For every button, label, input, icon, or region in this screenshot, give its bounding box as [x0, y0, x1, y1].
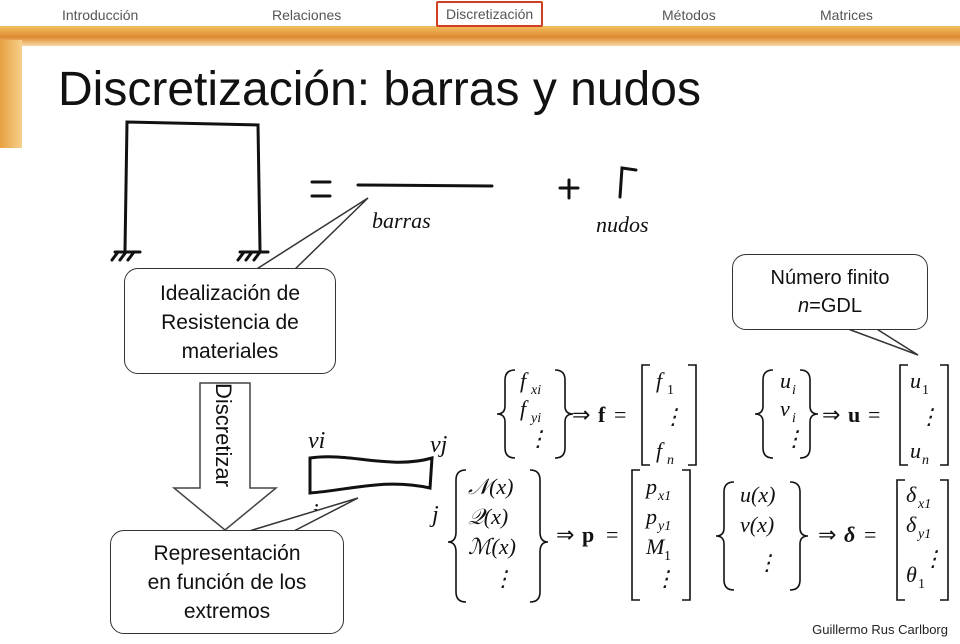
author-credit: Guillermo Rus Carlborg	[812, 622, 948, 637]
svg-text:p: p	[644, 474, 657, 499]
svg-text:i: i	[792, 383, 796, 398]
discretizar-label: Discretizar	[211, 383, 236, 487]
equations	[447, 364, 949, 603]
svg-text:⋮: ⋮	[918, 404, 940, 429]
callout-tail-representacion	[245, 497, 359, 533]
navbar-accent-bar	[0, 26, 960, 46]
svg-text:f: f	[520, 368, 529, 393]
svg-text:ℳ(x): ℳ(x)	[468, 534, 516, 559]
svg-text:⇒: ⇒	[822, 402, 840, 427]
svg-text:⇒: ⇒	[556, 522, 574, 547]
svg-text:δ: δ	[906, 482, 917, 507]
svg-text:x1: x1	[917, 497, 931, 512]
callout-numero-finito: Número finito n=GDL	[732, 254, 928, 330]
svg-text:⇒: ⇒	[572, 402, 590, 427]
side-accent-strip	[0, 40, 22, 148]
svg-text:⋮: ⋮	[756, 550, 778, 575]
svg-text:f: f	[656, 368, 665, 393]
svg-text:=: =	[864, 522, 876, 547]
svg-text:u(x): u(x)	[740, 482, 775, 507]
nav-item-introduccion[interactable]: Introducción	[62, 7, 139, 23]
svg-text:1: 1	[922, 383, 929, 398]
nav-item-relaciones[interactable]: Relaciones	[272, 7, 342, 23]
svg-text:1: 1	[667, 383, 674, 398]
svg-text:θ: θ	[906, 562, 917, 587]
svg-text:u: u	[848, 402, 860, 427]
svg-text:=: =	[606, 522, 618, 547]
svg-text:v(x): v(x)	[740, 512, 774, 537]
svg-text:1: 1	[664, 549, 671, 564]
callout-tail-idealizacion	[251, 197, 369, 273]
svg-text:i: i	[792, 411, 796, 426]
svg-text:p: p	[644, 504, 657, 529]
callout-tail-numero-finito	[839, 325, 919, 356]
frame-sketch	[110, 120, 638, 495]
slide-title: Discretización: barras y nudos	[58, 63, 701, 116]
label-vi: vi	[308, 428, 325, 454]
svg-text:M: M	[645, 534, 666, 559]
svg-text:δ: δ	[906, 512, 917, 537]
label-vj: vj	[430, 432, 448, 458]
svg-text:=: =	[614, 402, 626, 427]
discretizar-arrow	[171, 382, 279, 531]
top-navbar: Introducción Relaciones Discretización M…	[0, 0, 960, 46]
svg-text:u: u	[780, 368, 791, 393]
svg-text:p: p	[582, 522, 594, 547]
callout-representacion: Representación en función de los extremo…	[110, 530, 344, 634]
svg-text:δ: δ	[844, 522, 855, 547]
svg-text:v: v	[780, 396, 790, 421]
svg-text:u: u	[910, 438, 921, 463]
svg-text:⋮: ⋮	[783, 426, 805, 451]
svg-text:yi: yi	[529, 411, 541, 426]
svg-text:=: =	[868, 402, 880, 427]
svg-text:𝒬(x): 𝒬(x)	[468, 504, 508, 529]
svg-text:n: n	[667, 453, 674, 468]
svg-text:y1: y1	[656, 519, 671, 534]
svg-text:⋮: ⋮	[654, 566, 676, 591]
svg-text:y1: y1	[916, 527, 931, 542]
svg-text:1: 1	[918, 577, 925, 592]
svg-text:f: f	[520, 396, 529, 421]
svg-text:⋮: ⋮	[662, 404, 684, 429]
nav-item-metodos[interactable]: Métodos	[662, 7, 716, 23]
svg-text:⋮: ⋮	[527, 426, 549, 451]
svg-text:⋮: ⋮	[922, 546, 944, 571]
svg-text:⇒: ⇒	[818, 522, 836, 547]
label-j: j	[429, 502, 439, 528]
svg-text:⋮: ⋮	[492, 566, 514, 591]
label-barras: barras	[372, 208, 431, 233]
svg-text:xi: xi	[530, 383, 541, 398]
nav-item-discretizacion[interactable]: Discretización	[436, 1, 544, 27]
svg-text:n: n	[922, 453, 929, 468]
callout-idealizacion: Idealización de Resistencia de materiale…	[124, 268, 336, 374]
svg-text:x1: x1	[657, 489, 671, 504]
nav-item-matrices[interactable]: Matrices	[820, 7, 873, 23]
svg-text:u: u	[910, 368, 921, 393]
svg-text:f: f	[656, 438, 665, 463]
svg-text:f: f	[598, 402, 606, 427]
svg-text:𝒩(x): 𝒩(x)	[468, 474, 514, 499]
label-nudos: nudos	[596, 212, 649, 237]
